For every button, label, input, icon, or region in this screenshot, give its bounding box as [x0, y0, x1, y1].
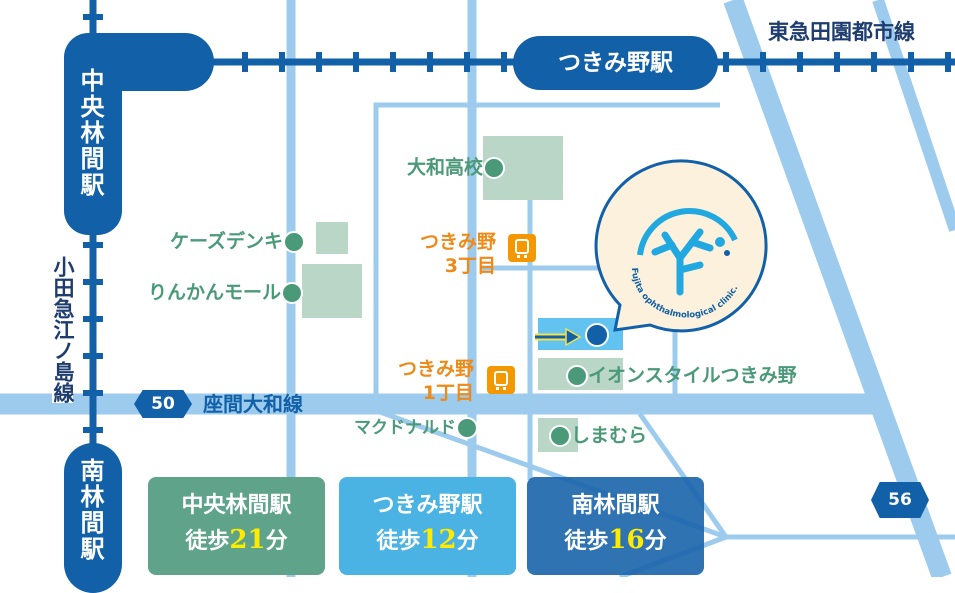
walk-minutes: 21 [229, 525, 266, 555]
bus-stop-name: つきみ野 [397, 358, 474, 380]
road-thin-loop [373, 102, 720, 400]
route-56-sign: 56 [871, 482, 929, 518]
bus-stop-name: 3丁目 [444, 255, 496, 277]
walk-unit: 分 [265, 529, 288, 554]
line-tokyu-label: 東急田園都市線 [768, 20, 915, 44]
walk-box-chuo-rinkan: 中央林間駅 徒歩21分 [148, 477, 325, 575]
clinic-bubble: Fujita ophthalmological clinic. [594, 159, 768, 333]
landmark-rinkan-mall: りんかんモール [148, 281, 304, 304]
line-odakyu-label: 小田急江ノ島線 [51, 256, 75, 403]
landmark-label: しまむら [571, 424, 648, 447]
walk-station: つきみ野駅 [372, 493, 483, 518]
bus-stop-name: 1丁目 [422, 382, 474, 404]
walk-label: 徒歩 [185, 529, 230, 554]
walk-unit: 分 [456, 529, 479, 554]
area-ks [316, 222, 348, 254]
station-minami-rinkan-label: 南林間駅 [76, 458, 104, 562]
station-tsukimino[interactable]: つきみ野駅 [513, 36, 718, 90]
landmark-label: りんかんモール [148, 281, 282, 304]
walk-minutes: 16 [608, 525, 645, 555]
bus-stop-icon [487, 366, 515, 394]
area-mall [302, 264, 362, 318]
walk-label: 徒歩 [376, 529, 421, 554]
bus-stop-name: つきみ野 [419, 231, 496, 253]
route-50-sign: 50 [134, 390, 192, 418]
dot-icon [566, 365, 588, 387]
walk-minutes: 12 [420, 525, 457, 555]
bus-stop-icon [508, 234, 536, 262]
walk-box-minami-rinkan: 南林間駅 徒歩16分 [527, 477, 704, 575]
landmark-label: マクドナルド [354, 418, 456, 438]
landmark-label: 大和高校 [407, 156, 484, 179]
clinic-marker [535, 323, 609, 347]
road-diag-b [637, 412, 729, 539]
road-diagonal-ne [872, 0, 955, 232]
station-chuo-rinkan-arm [64, 33, 214, 91]
landmark-aeon: イオンスタイルつきみ野 [566, 365, 797, 387]
road-diagonal-main [723, 0, 952, 577]
walk-station: 南林間駅 [571, 493, 660, 518]
walk-box-tsukimino: つきみ野駅 徒歩12分 [339, 477, 516, 575]
landmark-mcdonalds: マクドナルド [354, 417, 478, 439]
walk-label: 徒歩 [564, 529, 609, 554]
station-chuo-rinkan-label: 中央林間駅 [76, 68, 104, 198]
landmark-ks-denki: ケーズデンキ [170, 230, 306, 253]
landmark-label: イオンスタイルつきみ野 [588, 364, 797, 387]
walk-station: 中央林間駅 [181, 493, 292, 518]
clinic-dot [585, 323, 609, 347]
landmark-yamato-high: 大和高校 [407, 156, 506, 179]
dot-icon [281, 282, 304, 304]
walk-unit: 分 [644, 529, 667, 554]
landmark-label: ケーズデンキ [170, 230, 284, 253]
landmark-shimamura: しまむら [549, 425, 647, 447]
route-50-name: 座間大和線 [203, 392, 303, 416]
dot-icon [483, 157, 506, 179]
coral-tree-icon [651, 228, 714, 296]
station-minami-rinkan[interactable] [64, 443, 122, 593]
dot-icon [283, 231, 306, 253]
dot-icon [456, 417, 478, 439]
dot-icon [549, 425, 571, 447]
